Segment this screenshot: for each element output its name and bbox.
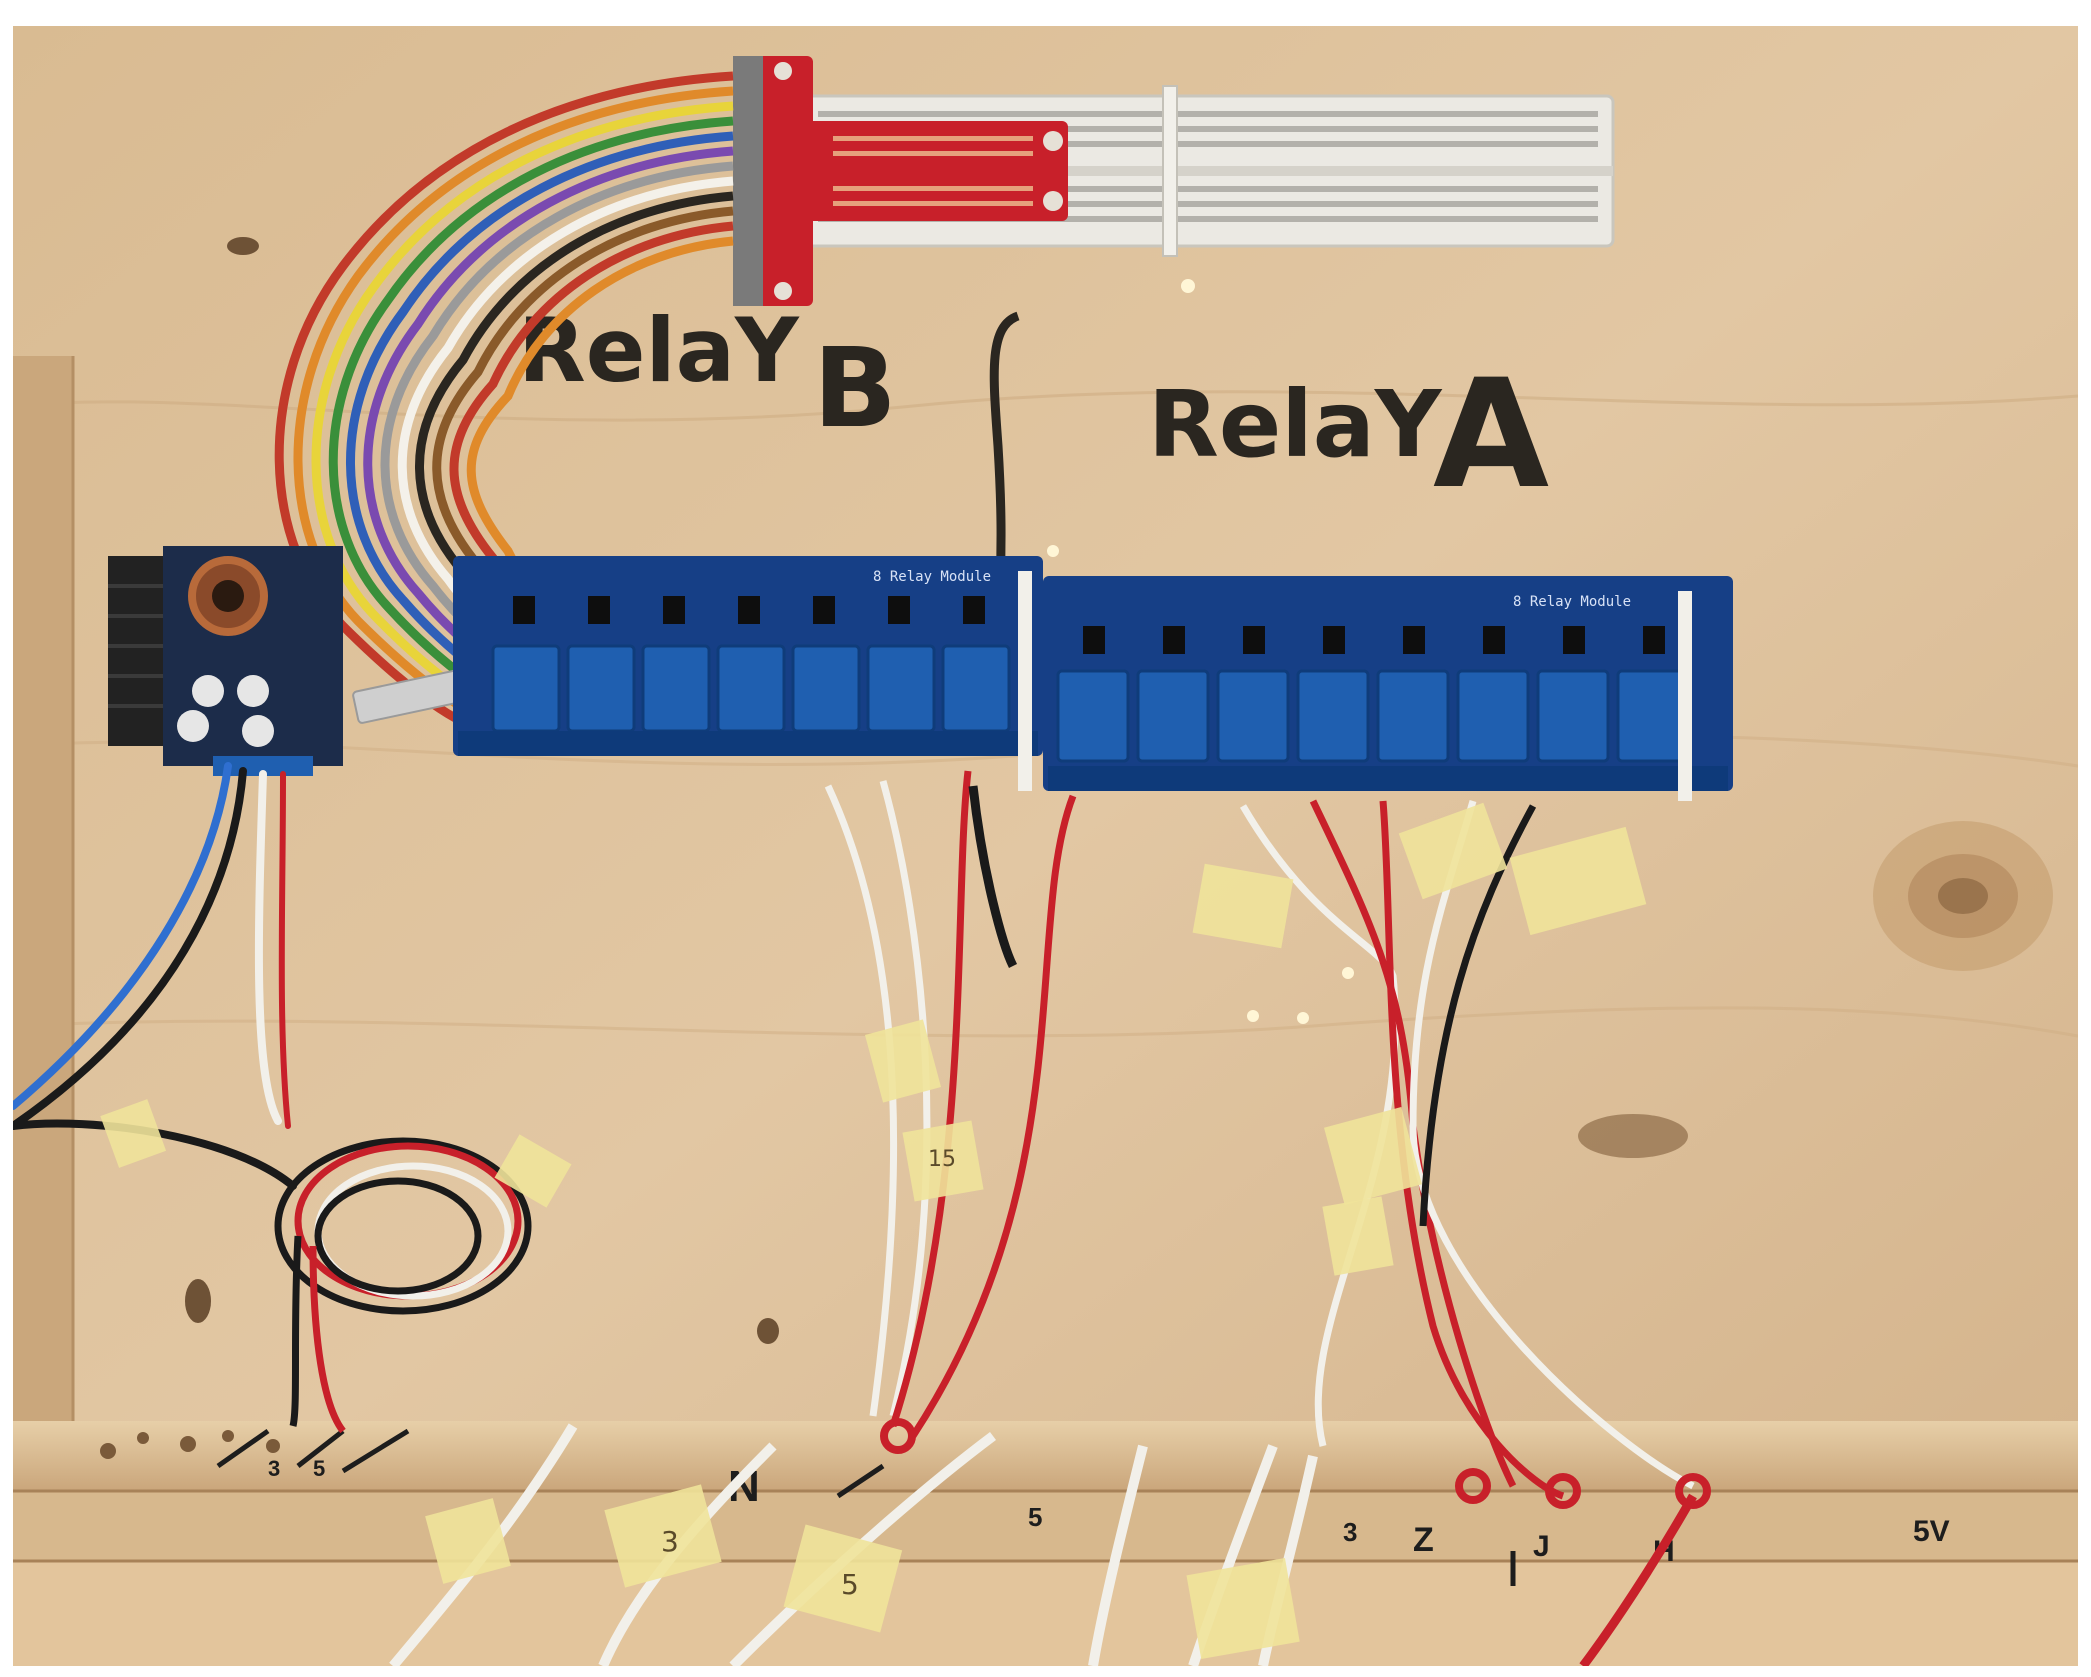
- tape-tag-text-15: 15: [928, 1147, 956, 1172]
- strip-mark-mid-a: 5: [1028, 1502, 1042, 1532]
- relay-module-a-silk: 8 Relay Module: [1513, 594, 1631, 610]
- relay-b-label: RelaY B: [518, 299, 897, 452]
- strip-mark-right-a: J: [1533, 1530, 1550, 1563]
- relay-a-label: RelaY A: [1148, 348, 1549, 522]
- relay-a-signal-wires: [1239, 799, 1695, 1500]
- ribbon-cable: [274, 71, 734, 731]
- plywood-backboard: [13, 26, 2078, 1666]
- buck-converter: [108, 546, 343, 776]
- zip-tie: [1018, 571, 1032, 791]
- indicator-lights: [1047, 279, 1354, 1024]
- screw-hole: [757, 1318, 779, 1344]
- tape-tag-text-5: 5: [841, 1568, 859, 1601]
- terminal-strip-rail: 3 5 N 5 3 Z J H 5V: [13, 1421, 2078, 1666]
- wood-knot-large: [1873, 821, 2053, 971]
- tape-tag-text-3: 3: [661, 1525, 679, 1558]
- red-drop-wire: [1579, 1493, 1697, 1666]
- relay-a-word: RelaY: [1148, 371, 1443, 478]
- strip-mark-z: Z: [1413, 1521, 1434, 1559]
- zip-tie: [1162, 85, 1178, 257]
- relay-module-b-silk: 8 Relay Module: [873, 569, 991, 585]
- wire-ring-terminals: [880, 1418, 1711, 1509]
- relay-wiring-photo: 3 5 N 5 3 Z J H 5V RelaY B RelaY A: [13, 26, 2078, 1666]
- frame-left-edge: [13, 356, 73, 1436]
- coiled-wires: [274, 1137, 532, 1434]
- tape-tags: 15 3 5: [100, 802, 1647, 1660]
- relay-module-a: 8 Relay Module: [1018, 571, 1733, 801]
- strip-mark-left-a: 3: [268, 1456, 280, 1481]
- strip-mark-5v: 5V: [1913, 1515, 1950, 1548]
- power-wires: [13, 762, 297, 1190]
- relay-module-b: 8 Relay Module: [453, 556, 1043, 756]
- screw-hole: [227, 237, 259, 255]
- strip-mark-mid-b: 3: [1343, 1517, 1357, 1547]
- relay-b-signal-wires: [824, 770, 1077, 1438]
- wood-knot-small: [1578, 1114, 1688, 1158]
- gpio-breakout-board: [733, 56, 1068, 306]
- screw-hole: [185, 1279, 211, 1323]
- relay-a-letter: A: [1433, 348, 1549, 522]
- zip-tie: [1678, 591, 1692, 801]
- relay-b-letter: B: [813, 324, 897, 452]
- strip-mark-left-b: 5: [313, 1456, 325, 1481]
